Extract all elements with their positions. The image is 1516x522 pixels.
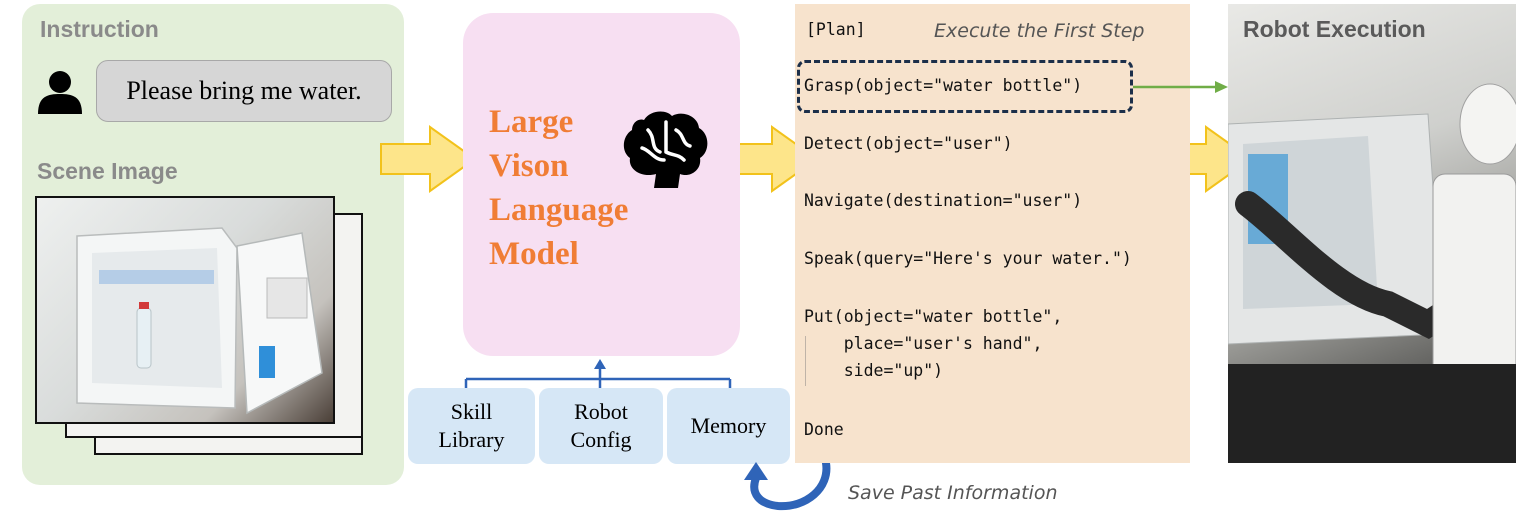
skill-library-box: Skill Library: [408, 388, 535, 464]
user-icon: [38, 71, 82, 114]
scene-image-fridge: [35, 196, 335, 424]
robot-execution-image: [1228, 4, 1516, 463]
vlm-title-line: Language: [489, 192, 629, 228]
instruction-bubble: Please bring me water.: [96, 60, 392, 122]
vlm-title-line: Large: [489, 104, 574, 140]
plan-line-detect: Detect(object="user"): [804, 134, 1013, 153]
scene-image-heading: Scene Image: [37, 158, 178, 184]
circular-arrow-icon: [744, 459, 831, 511]
execute-first-step-label: Execute the First Step: [934, 20, 1145, 42]
plan-line-put: Put(object="water bottle",: [804, 307, 1063, 326]
put-continuation-bar: [805, 336, 806, 386]
save-past-information-label: Save Past Information: [848, 482, 1058, 504]
plan-line-speak: Speak(query="Here's your water."): [804, 249, 1132, 268]
plan-panel: [795, 4, 1190, 463]
plan-line-done: Done: [804, 420, 844, 439]
memory-box: Memory: [667, 388, 790, 464]
instruction-heading: Instruction: [40, 16, 159, 42]
vlm-title-line: Model: [489, 236, 579, 272]
plan-line-navigate: Navigate(destination="user"): [804, 191, 1083, 210]
plan-line-grasp: Grasp(object="water bottle"): [804, 76, 1083, 95]
flow-arrow-1: [380, 125, 477, 193]
vlm-title-line: Vison: [489, 148, 569, 184]
robot-execution-heading: Robot Execution: [1243, 16, 1426, 42]
robot-config-box: Robot Config: [539, 388, 663, 464]
vlm-title: Large Vison Language Model: [489, 100, 669, 276]
plan-header: [Plan]: [806, 20, 866, 39]
execute-arrow: [1133, 81, 1228, 93]
brain-icon: [623, 111, 708, 188]
plan-line-put-place: place="user's hand",: [804, 334, 1043, 353]
vlm-box: [463, 13, 740, 356]
plan-line-put-side: side="up"): [804, 361, 944, 380]
first-step-highlight: [797, 60, 1133, 113]
